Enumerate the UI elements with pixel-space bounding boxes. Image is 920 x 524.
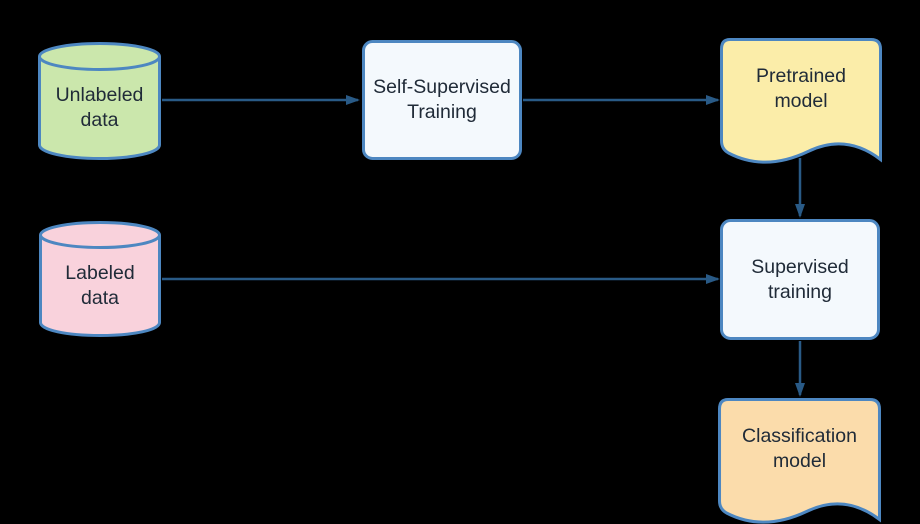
node-label: Pretrained model — [720, 38, 882, 164]
cylinder-top — [39, 221, 161, 249]
document-shape — [720, 38, 882, 164]
document-path — [720, 38, 882, 164]
cylinder-body — [38, 56, 161, 160]
node-label: Self-Supervised Training — [362, 40, 522, 160]
node-label-line: Self-Supervised — [373, 76, 511, 98]
node-label-line: Unlabeled — [55, 84, 144, 106]
node-label-line: Labeled — [65, 262, 135, 284]
cylinder-body — [39, 235, 161, 337]
node-unlabeled-data: Unlabeled data — [38, 42, 161, 160]
node-label: Labeled data — [39, 221, 161, 337]
node-label-line: Pretrained — [756, 65, 846, 87]
node-labeled-data: Labeled data — [39, 221, 161, 337]
document-shape — [718, 398, 881, 524]
node-label-line: model — [772, 450, 827, 472]
process-rect — [720, 219, 880, 340]
node-pretrained-model: Pretrained model — [720, 38, 882, 164]
node-self-supervised-training: Self-Supervised Training — [362, 40, 522, 160]
node-label-line: Training — [407, 101, 477, 123]
document-path — [718, 398, 881, 524]
node-classification-model: Classification model — [718, 398, 881, 524]
cylinder-shape — [39, 221, 161, 337]
cylinder-shape — [38, 42, 161, 160]
node-label: Supervised training — [720, 219, 880, 340]
node-label-line: Classification — [742, 425, 857, 447]
cylinder-top — [38, 42, 161, 71]
process-shape — [720, 219, 880, 340]
node-label: Classification model — [718, 398, 881, 524]
node-label-line: data — [81, 287, 119, 309]
process-rect — [362, 40, 522, 160]
node-label-line: Supervised — [751, 255, 849, 278]
node-label-line: training — [768, 280, 832, 303]
node-label-line: model — [774, 90, 828, 112]
node-label-line: data — [80, 109, 119, 131]
node-label: Unlabeled data — [38, 42, 161, 160]
node-supervised-training: Supervised training — [720, 219, 880, 340]
process-shape — [362, 40, 522, 160]
